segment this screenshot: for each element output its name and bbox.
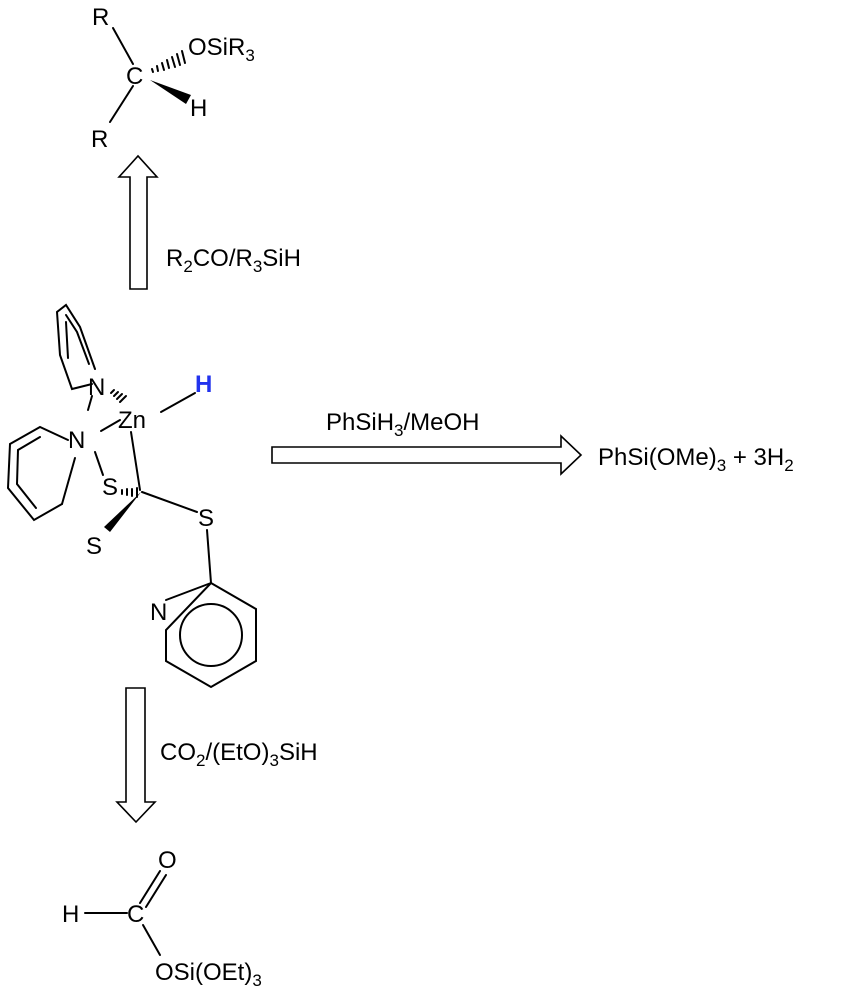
- hydride-label: H: [195, 371, 212, 398]
- bond-c-o-double-b: [145, 874, 167, 908]
- upper-pyridine-ring: [55, 303, 96, 411]
- bond-r-c-lower: [109, 85, 134, 123]
- zinc-hydride-complex: N Zn H N S S S N: [6, 303, 257, 689]
- s-lower-label: S: [86, 533, 102, 560]
- hydrogen-label: H: [190, 95, 207, 122]
- left-pyridine-ring: [6, 425, 76, 522]
- down-arrow: [115, 687, 157, 824]
- zinc-label: Zn: [118, 407, 146, 434]
- n-left-label: N: [68, 427, 85, 454]
- right-arrow: [271, 434, 583, 476]
- hashed-wedge-bond: [151, 50, 186, 73]
- silyl-ether-product: R R C OSiR3 H: [91, 4, 255, 153]
- n-pyridine-label: N: [150, 599, 167, 626]
- s-right-label: S: [198, 505, 214, 532]
- bond-n-zn: [100, 419, 121, 432]
- hashed-n-zn-bond: [110, 389, 127, 403]
- bond-r-c-upper: [112, 27, 134, 65]
- right-pyridine-ring: [165, 529, 257, 689]
- solid-wedge-bond: [150, 80, 191, 104]
- formate-oxygen-label: O: [158, 847, 177, 874]
- n-upper-label: N: [88, 374, 105, 401]
- r-lower-label: R: [91, 126, 108, 153]
- formate-hydrogen-label: H: [62, 901, 79, 928]
- right-product-label: PhSi(OMe)3 + 3H2: [598, 444, 794, 475]
- silyl-formate-product: H C O OSi(OEt)3: [62, 847, 262, 990]
- solid-wedge-c-s: [104, 492, 141, 532]
- bond-zn-c: [130, 431, 141, 491]
- s-inner-label: S: [102, 474, 118, 501]
- carbon-label: C: [126, 63, 143, 90]
- formate-carbon-label: C: [127, 901, 144, 928]
- bond-c-o-single: [142, 924, 161, 956]
- bond-c-s-right: [141, 491, 198, 513]
- up-arrow: [117, 154, 159, 290]
- bond-c-o-double-a: [139, 870, 161, 904]
- formate-osi-label: OSi(OEt)3: [155, 959, 262, 990]
- up-arrow-reagent-label: R2CO/R3SiH: [166, 245, 301, 276]
- bond-zn-h: [160, 392, 196, 413]
- r-upper-label: R: [92, 4, 109, 31]
- osi-label: OSiR3: [188, 34, 255, 65]
- hashed-s-c-bond: [121, 487, 138, 498]
- bond-n-s: [94, 451, 104, 476]
- down-arrow-reagent-label: CO2/(EtO)3SiH: [160, 739, 318, 770]
- right-arrow-reagent-label: PhSiH3/MeOH: [326, 409, 480, 440]
